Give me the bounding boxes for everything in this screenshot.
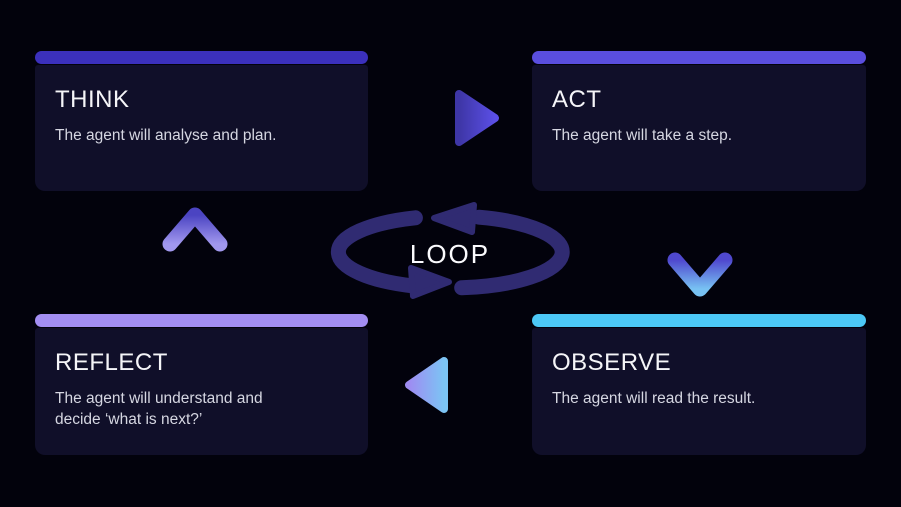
act-card-body: ACT The agent will take a step. xyxy=(532,65,866,191)
act-card-accent-bar xyxy=(532,51,866,64)
reflect-card-body: REFLECT The agent will understand and de… xyxy=(35,328,368,455)
observe-card-body: OBSERVE The agent will read the result. xyxy=(532,328,866,455)
observe-card-description: The agent will read the result. xyxy=(552,390,756,408)
loop-cycle-icon xyxy=(330,202,570,299)
loop-label: LOOP xyxy=(409,239,491,269)
think-card-accent-bar xyxy=(35,51,368,64)
think-card-body: THINK The agent will analyse and plan. xyxy=(35,65,368,191)
reflect-to-think-up-arrow-icon xyxy=(162,207,228,304)
reflect-card-accent-bar xyxy=(35,314,368,327)
observe-card-title: OBSERVE xyxy=(552,349,672,376)
observe-to-reflect-left-arrow-icon xyxy=(405,357,497,413)
think-card-description: The agent will analyse and plan. xyxy=(55,127,277,145)
observe-card-accent-bar xyxy=(532,314,866,327)
act-card: ACT The agent will take a step. xyxy=(532,51,866,191)
act-card-description: The agent will take a step. xyxy=(552,127,733,145)
act-to-observe-down-arrow-icon xyxy=(667,201,733,297)
think-card: THINK The agent will analyse and plan. xyxy=(35,51,368,191)
reflect-card-title: REFLECT xyxy=(55,349,168,376)
act-card-title: ACT xyxy=(552,86,602,113)
reflect-card: REFLECT The agent will understand and de… xyxy=(35,314,368,455)
observe-card: OBSERVE The agent will read the result. xyxy=(532,314,866,455)
reflect-card-description: The agent will understand and decide ‘wh… xyxy=(55,390,263,429)
think-to-act-right-arrow-icon xyxy=(405,90,499,146)
think-card-title: THINK xyxy=(55,86,130,113)
